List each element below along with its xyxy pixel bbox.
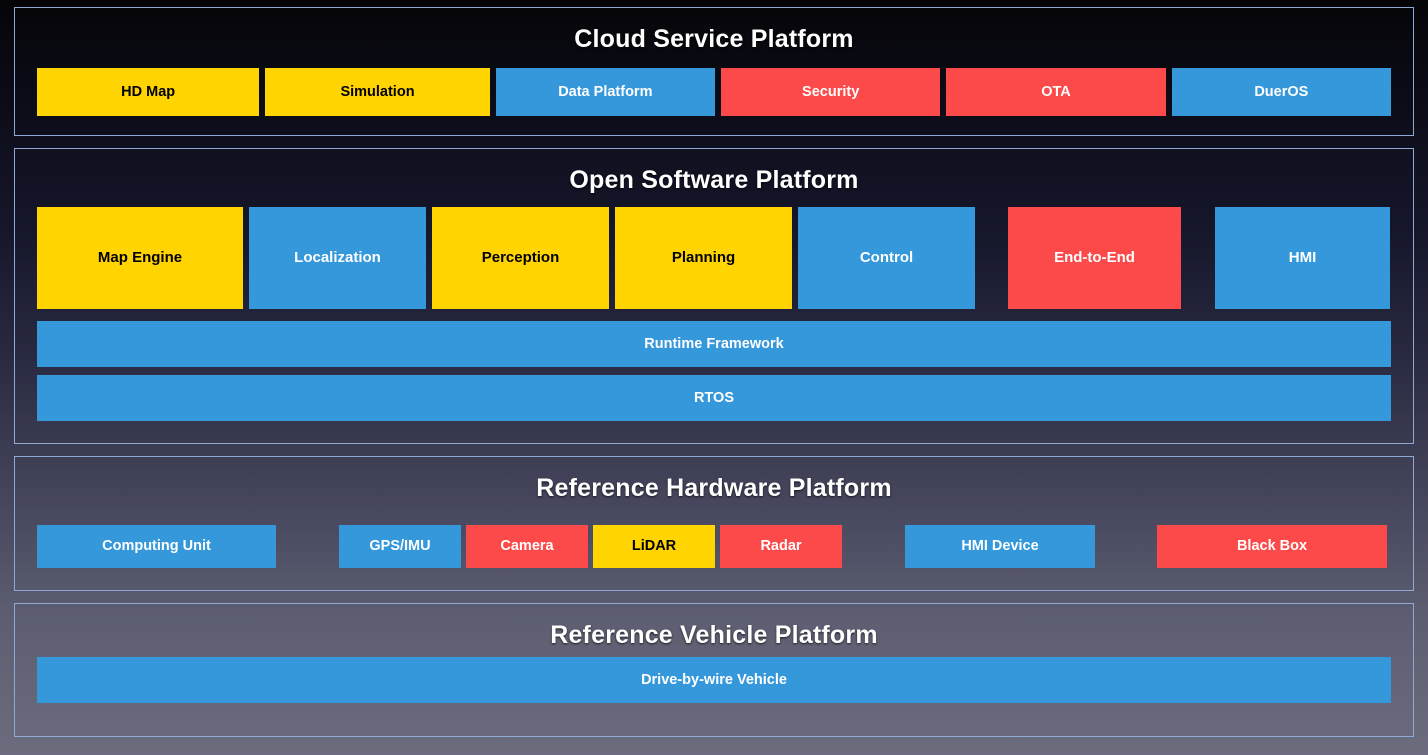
software-module-end-to-end[interactable]: End-to-End (1008, 207, 1181, 309)
software-module-hmi[interactable]: HMI (1215, 207, 1390, 309)
hardware-item-computing-unit[interactable]: Computing Unit (37, 525, 276, 568)
software-module-map-engine[interactable]: Map Engine (37, 207, 243, 309)
software-module-localization[interactable]: Localization (249, 207, 426, 309)
section-title-software: Open Software Platform (569, 166, 859, 194)
section-title-vehicle: Reference Vehicle Platform (550, 621, 878, 649)
software-bar-rtos[interactable]: RTOS (37, 375, 1391, 421)
hardware-item-camera[interactable]: Camera (466, 525, 588, 568)
hardware-item-gps-imu[interactable]: GPS/IMU (339, 525, 461, 568)
software-bar-runtime-framework[interactable]: Runtime Framework (37, 321, 1391, 367)
hardware-item-row: Computing Unit GPS/IMU Camera LiDAR Rada… (37, 525, 1391, 568)
section-reference-vehicle-platform: Reference Vehicle Platform Drive-by-wire… (14, 603, 1414, 737)
vehicle-bar-drive-by-wire[interactable]: Drive-by-wire Vehicle (37, 657, 1391, 703)
cloud-item-ota[interactable]: OTA (946, 68, 1166, 116)
cloud-item-data-platform[interactable]: Data Platform (495, 68, 715, 116)
software-module-perception[interactable]: Perception (432, 207, 609, 309)
cloud-item-security[interactable]: Security (721, 68, 941, 116)
section-open-software-platform: Open Software Platform Map Engine Locali… (14, 148, 1414, 444)
architecture-diagram: Cloud Service Platform HD Map Simulation… (14, 7, 1414, 749)
hardware-item-hmi-device[interactable]: HMI Device (905, 525, 1095, 568)
section-title-cloud: Cloud Service Platform (574, 25, 854, 53)
cloud-item-hd-map[interactable]: HD Map (37, 68, 260, 116)
hardware-item-lidar[interactable]: LiDAR (593, 525, 715, 568)
section-cloud-service-platform: Cloud Service Platform HD Map Simulation… (14, 7, 1414, 136)
cloud-item-row: HD Map Simulation Data Platform Security… (37, 68, 1391, 116)
hardware-item-black-box[interactable]: Black Box (1157, 525, 1387, 568)
software-bar-group: Runtime Framework RTOS (37, 321, 1391, 429)
software-module-row: Map Engine Localization Perception Plann… (37, 207, 1391, 309)
vehicle-bar-group: Drive-by-wire Vehicle (37, 657, 1391, 703)
cloud-item-dueros[interactable]: DuerOS (1171, 68, 1391, 116)
hardware-item-radar[interactable]: Radar (720, 525, 842, 568)
section-reference-hardware-platform: Reference Hardware Platform Computing Un… (14, 456, 1414, 591)
software-module-planning[interactable]: Planning (615, 207, 792, 309)
cloud-item-simulation[interactable]: Simulation (265, 68, 490, 116)
section-title-hardware: Reference Hardware Platform (536, 474, 892, 502)
software-module-control[interactable]: Control (798, 207, 975, 309)
